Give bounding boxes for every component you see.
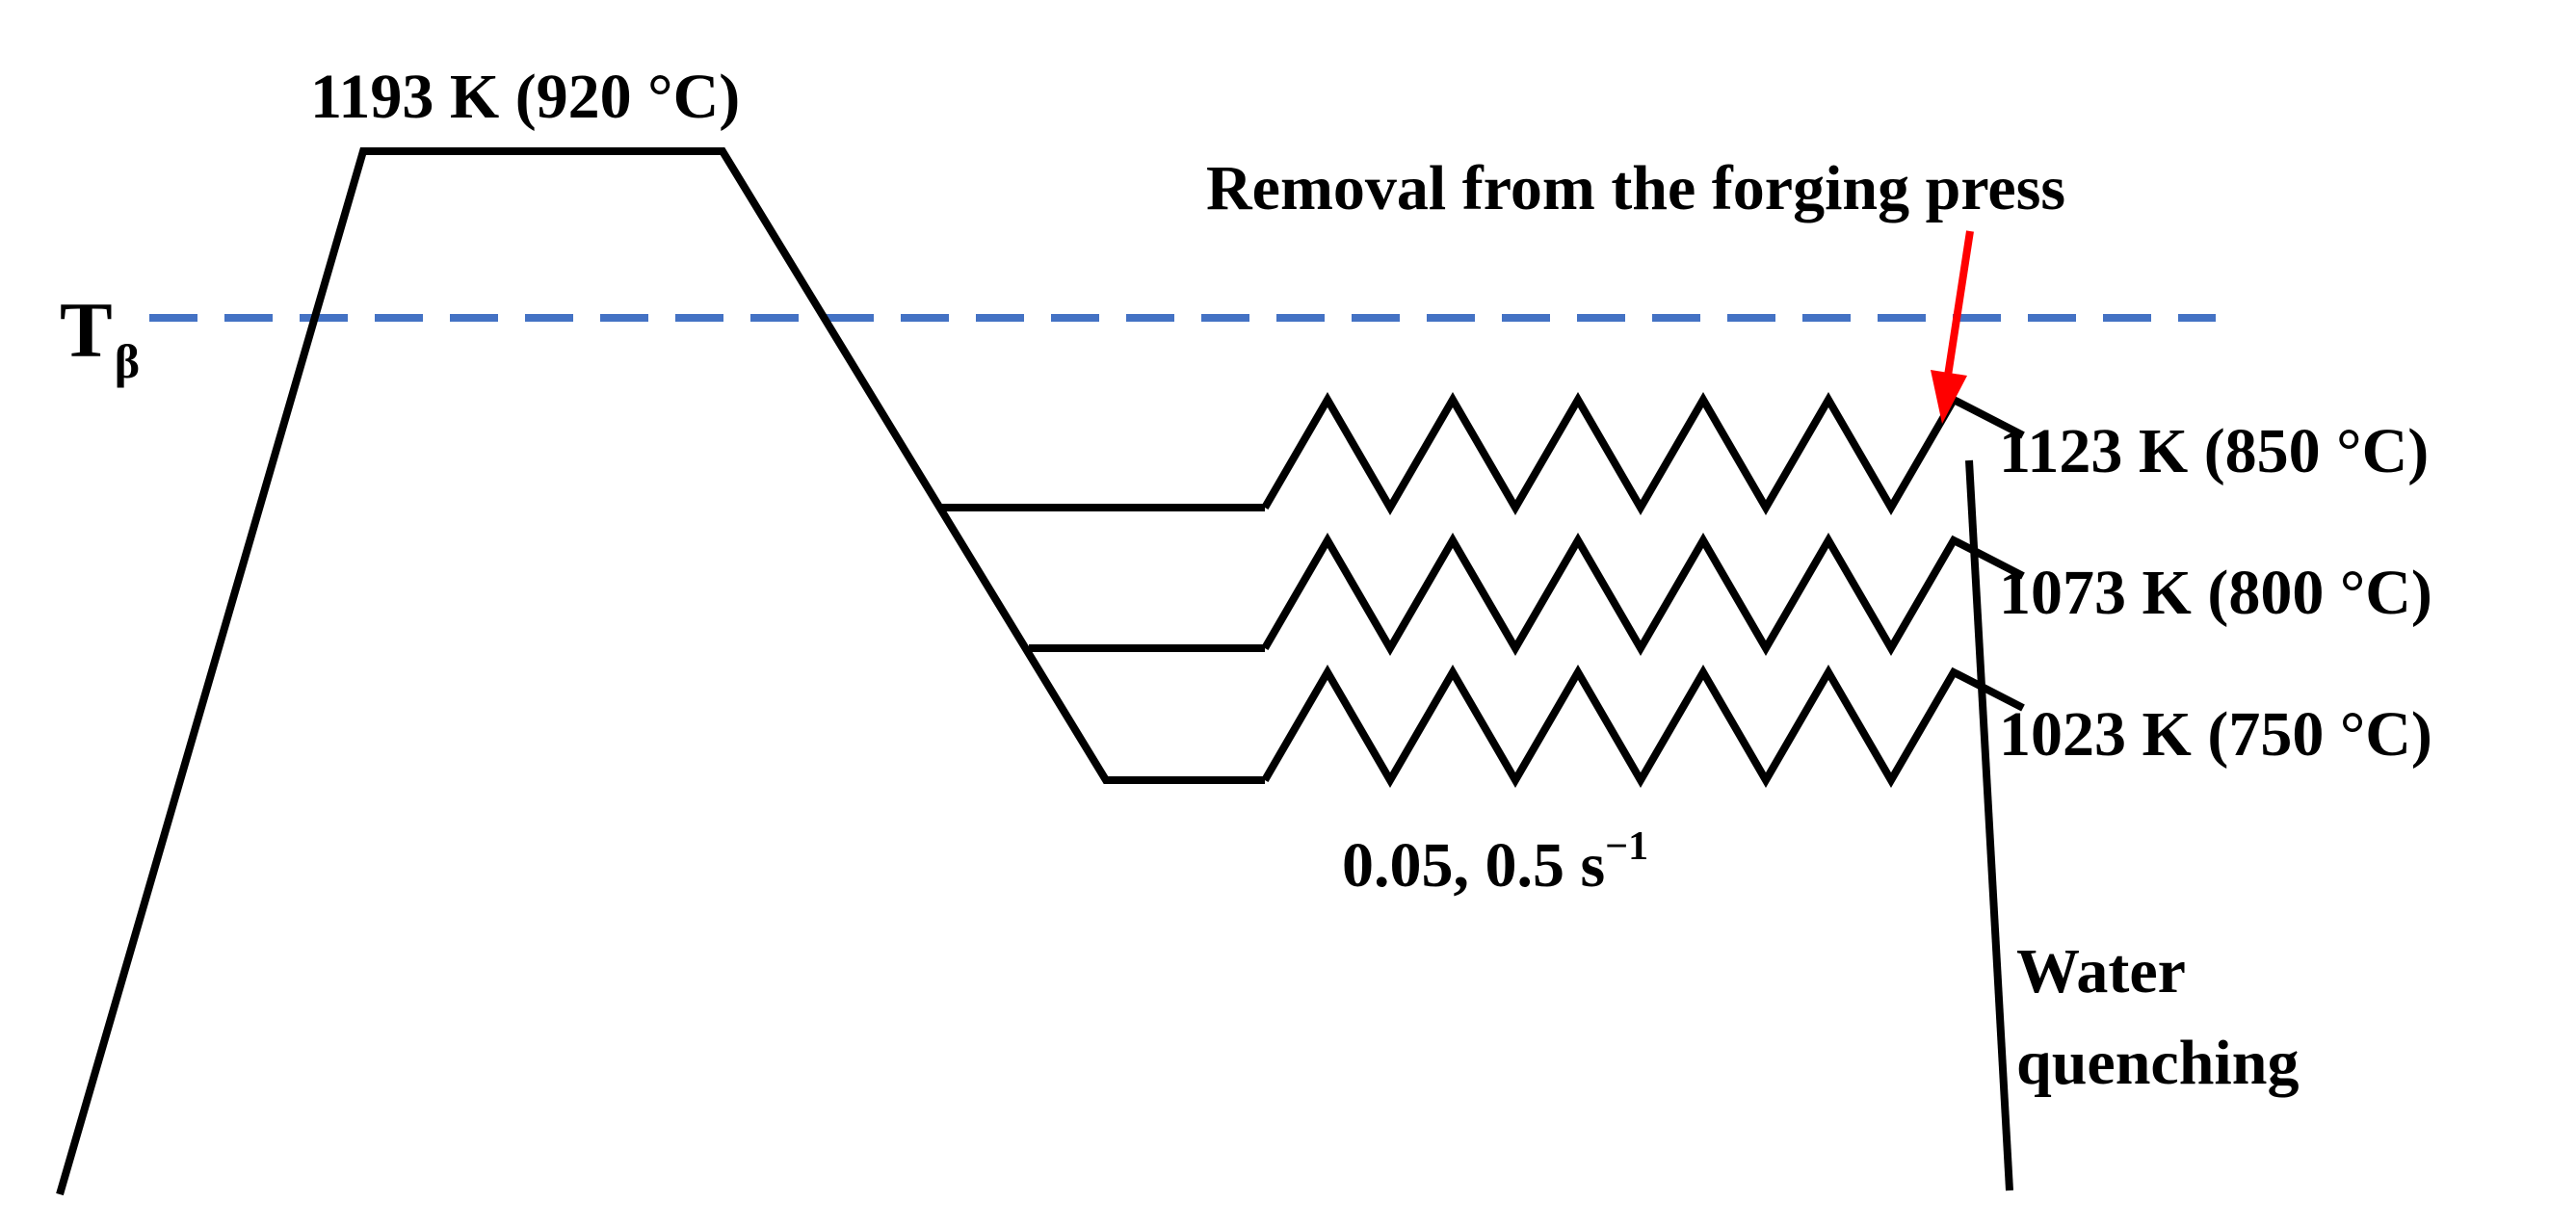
heating-soak-cooling-path xyxy=(56,147,1265,1196)
peak-temp-label: 1193 K (920 °C) xyxy=(310,62,740,132)
t-beta-label: Tβ xyxy=(60,286,140,388)
deformation-zigzag-1073K xyxy=(1261,533,2025,656)
water-quenching-line xyxy=(1965,459,2013,1191)
strain-rate-main: 0.05, 0.5 s xyxy=(1342,830,1605,901)
deformation-zigzag-1123K xyxy=(1261,392,2025,515)
removal-arrow-head xyxy=(1931,370,1967,424)
t-beta-main: T xyxy=(60,286,113,374)
temp-label-1123K: 1123 K (850 °C) xyxy=(1999,416,2429,486)
strain-rate-label: 0.05, 0.5 s−1 xyxy=(1342,824,1648,901)
removal-arrow-shaft xyxy=(1944,230,1974,377)
removal-label: Removal from the forging press xyxy=(1206,153,2065,223)
strain-rate-superscript: −1 xyxy=(1605,824,1648,869)
quench-label-line2: quenching xyxy=(2016,1028,2299,1098)
t-beta-subscript: β xyxy=(115,334,140,388)
quench-label-line1: Water xyxy=(2016,936,2186,1007)
deformation-zigzag-1023K xyxy=(1261,665,2025,788)
temp-label-1073K: 1073 K (800 °C) xyxy=(1999,558,2432,628)
temp-label-1023K: 1023 K (750 °C) xyxy=(1999,699,2432,770)
